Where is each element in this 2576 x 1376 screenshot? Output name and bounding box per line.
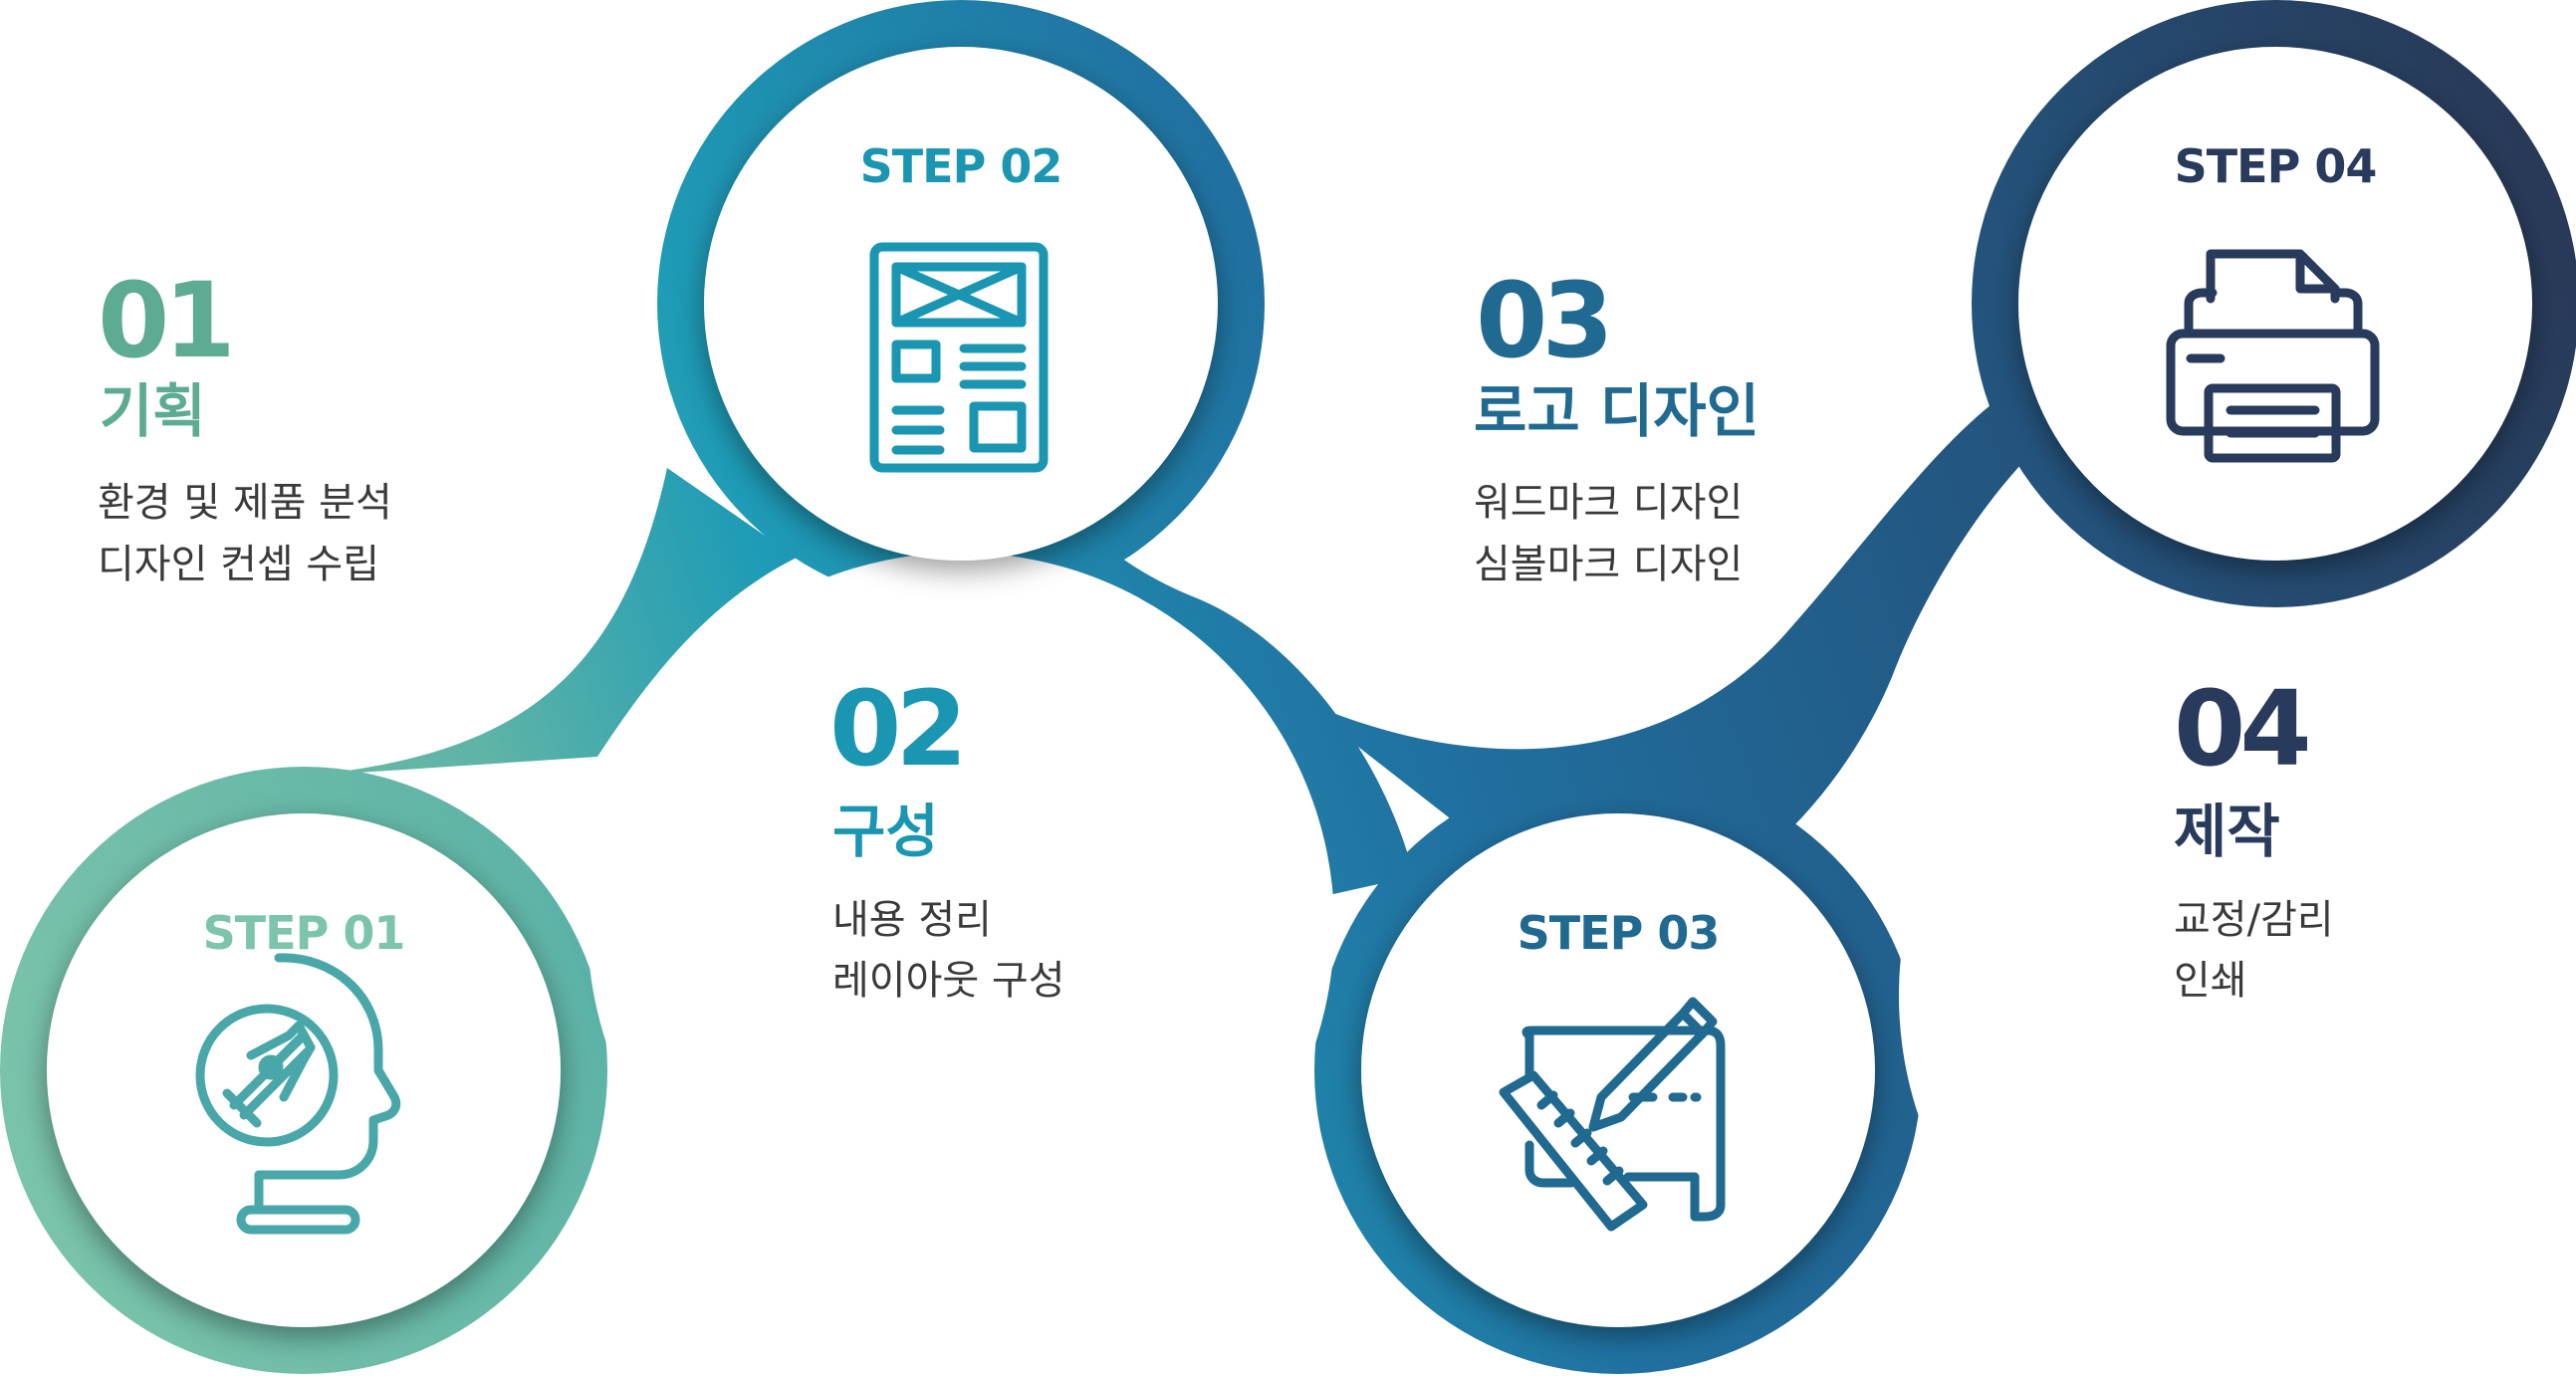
step1-badge [47,813,561,1327]
step2-title: 구성 [832,798,939,865]
step4-desc-line1: 교정/감리 [2174,897,2334,943]
step3-number: 03 [1476,260,1608,381]
printer-icon [2166,249,2380,463]
step1-title: 기획 [100,377,206,445]
gap-circle-3 [1899,617,2576,1374]
step3-desc-line1: 워드마크 디자인 [1474,480,1743,526]
gap-circle-1 [587,553,1334,1299]
step4-badge [2018,47,2532,561]
step1-desc-line1: 환경 및 제품 분석 [98,480,392,526]
step1-number: 01 [98,260,230,381]
step2-desc-line2: 레이아웃 구성 [832,958,1065,1004]
drawing-tablet-ruler-pencil-icon [1499,997,1726,1232]
step1-label: STEP 01 [203,906,405,960]
step4-title: 제작 [2174,798,2280,865]
step4-number: 04 [2174,668,2307,790]
head-pen-nib-icon [195,953,401,1235]
step4-desc-line2: 인쇄 [2174,958,2247,1004]
step3-badge [1361,813,1875,1327]
step4-label: STEP 04 [2175,139,2377,193]
step2-desc-line1: 내용 정리 [832,897,992,943]
gap-circle-0 [0,0,657,662]
step3-desc-line2: 심볼마크 디자인 [1474,542,1743,587]
ribbon-connector-1-2 [299,468,797,777]
step1-desc-line2: 디자인 컨셉 수립 [98,542,379,587]
gap-circle-2 [1289,0,1947,632]
step3-label: STEP 03 [1518,906,1720,960]
step2-label: STEP 02 [860,139,1062,193]
step2-number: 02 [829,668,962,790]
layout-wireframe-icon [869,242,1049,473]
step2-badge [704,47,1218,561]
step-badges [47,47,2532,1327]
step3-title: 로고 디자인 [1474,377,1759,445]
